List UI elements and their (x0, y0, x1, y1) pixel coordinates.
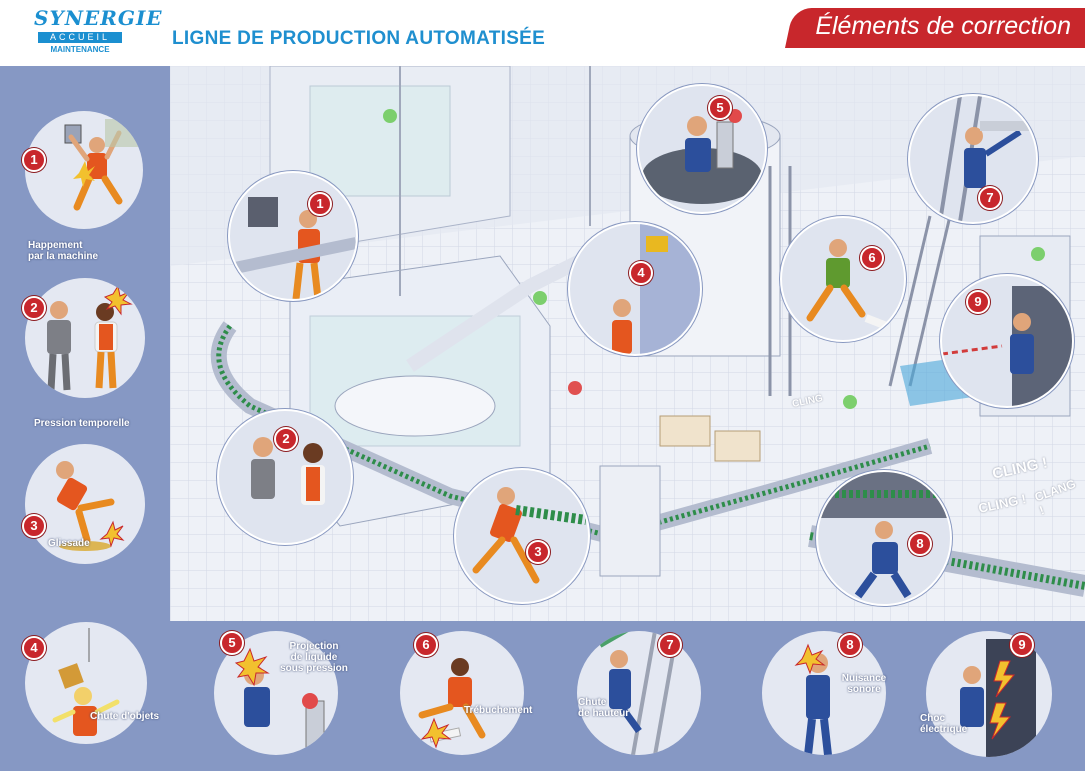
hazard-label-line: sonore (847, 684, 881, 695)
falling-ladder-figure (598, 631, 679, 755)
scene-hazard-falling-object (568, 222, 702, 356)
scene-climbing-worker (938, 96, 1036, 222)
scene-kneeling-worker (818, 472, 950, 599)
electric-shock-figure (960, 639, 1036, 757)
hazard-label-line: de hauteur (578, 708, 630, 719)
hazard-falling-objects-illustration (25, 622, 147, 744)
scene-hazard-trip (780, 216, 906, 342)
production-line-scene: 1 2 3 4 5 6 7 8 9 CLING ! CLING ! CLANG … (170, 66, 1085, 621)
scene-number-badge: 4 (629, 261, 653, 285)
tripping-figure (418, 658, 486, 749)
hazard-number-badge: 4 (22, 636, 46, 660)
hazard-label: Trébuchement (464, 705, 533, 716)
hazard-label: Chute d'objets (90, 711, 160, 722)
hazard-label: Happement par la machine (28, 240, 98, 262)
correction-banner-text: Éléments de correction (815, 12, 1071, 40)
scene-hazard-electric-shock (940, 274, 1074, 408)
hazard-label-line: Projection (289, 641, 339, 652)
hazard-label: Projection de liquide sous pression (274, 641, 354, 674)
scene-hazard-pressurized-liquid (637, 84, 767, 214)
logo-bar: ACCUEIL (38, 32, 122, 43)
hazard-number-badge: 6 (414, 633, 438, 657)
scene-number-badge: 8 (908, 532, 932, 556)
logo-sub: MAINTENANCE (50, 45, 110, 54)
liquid-projection-figure (234, 647, 325, 755)
synergie-logo: SYNERGIE ACCUEIL MAINTENANCE (30, 6, 162, 58)
scene-number-badge: 1 (308, 192, 332, 216)
scene-number-badge: 3 (526, 540, 550, 564)
hazard-label-line: Chute (578, 697, 607, 708)
scene-hazard-fall-from-height (908, 94, 1038, 224)
hazard-label-line: Happement (28, 240, 83, 251)
page-title: LIGNE DE PRODUCTION AUTOMATISÉE (172, 28, 546, 49)
hazard-label: Glissade (48, 538, 90, 549)
hazard-noise-illustration (762, 631, 886, 755)
hazard-label-line: par la machine (28, 251, 99, 262)
hazard-label-line: Nuisance (841, 673, 887, 684)
scene-number-badge: 5 (708, 96, 732, 120)
hazard-number-badge: 8 (838, 633, 862, 657)
scene-number-badge: 7 (978, 186, 1002, 210)
left-hazard-panel: 1 Happement par la machine 2 Pression te… (0, 66, 170, 771)
scene-number-badge: 2 (274, 427, 298, 451)
hazard-slip-illustration (25, 444, 145, 564)
hazard-label-line: sous pression (280, 663, 348, 674)
hazard-time-pressure-illustration (25, 278, 145, 398)
hazard-label: Nuisance sonore (834, 673, 894, 695)
noise-worker-figure (794, 643, 832, 755)
hazard-number-badge: 7 (658, 633, 682, 657)
logo-word: SYNERGIE (34, 6, 163, 30)
hazard-label-line: électrique (920, 724, 968, 735)
hazard-number-badge: 9 (1010, 633, 1034, 657)
hazard-trip-illustration (400, 631, 524, 755)
hazard-electric-shock-illustration (926, 631, 1052, 757)
hazard-label-line: Choc (920, 713, 945, 724)
hazard-number-badge: 5 (220, 631, 244, 655)
scene-worker-figure (230, 197, 356, 299)
hazard-number-badge: 1 (22, 148, 46, 172)
hazard-entanglement-illustration (25, 111, 143, 229)
scene-valve-worker (642, 109, 762, 204)
scene-running-worker (472, 487, 587, 584)
bottom-hazard-panel: 5 Projection de liquide sous pression 6 … (170, 621, 1085, 771)
hazard-number-badge: 2 (22, 296, 46, 320)
slipping-worker-figure (56, 461, 125, 551)
hazard-label: Pression temporelle (34, 418, 130, 429)
hazard-label: Choc électrique (920, 713, 967, 735)
scene-hazard-slip (454, 468, 590, 604)
falling-object-worker-figure (52, 628, 120, 736)
scene-two-workers (251, 437, 325, 505)
two-workers-figure (47, 284, 133, 391)
scene-number-badge: 9 (966, 290, 990, 314)
hazard-fall-from-height-illustration (577, 631, 701, 755)
scene-hazard-entanglement (228, 171, 358, 301)
scene-number-badge: 6 (860, 246, 884, 270)
scene-tripping-worker (806, 239, 894, 332)
scene-electrical-worker (942, 286, 1072, 406)
scene-walking-worker (612, 224, 700, 354)
hazard-label: Chute de hauteur (578, 697, 629, 719)
hazard-label-line: de liquide (290, 652, 338, 663)
scene-hazard-noise (816, 470, 952, 606)
worker-machine-figure (64, 119, 143, 211)
hazard-number-badge: 3 (22, 514, 46, 538)
